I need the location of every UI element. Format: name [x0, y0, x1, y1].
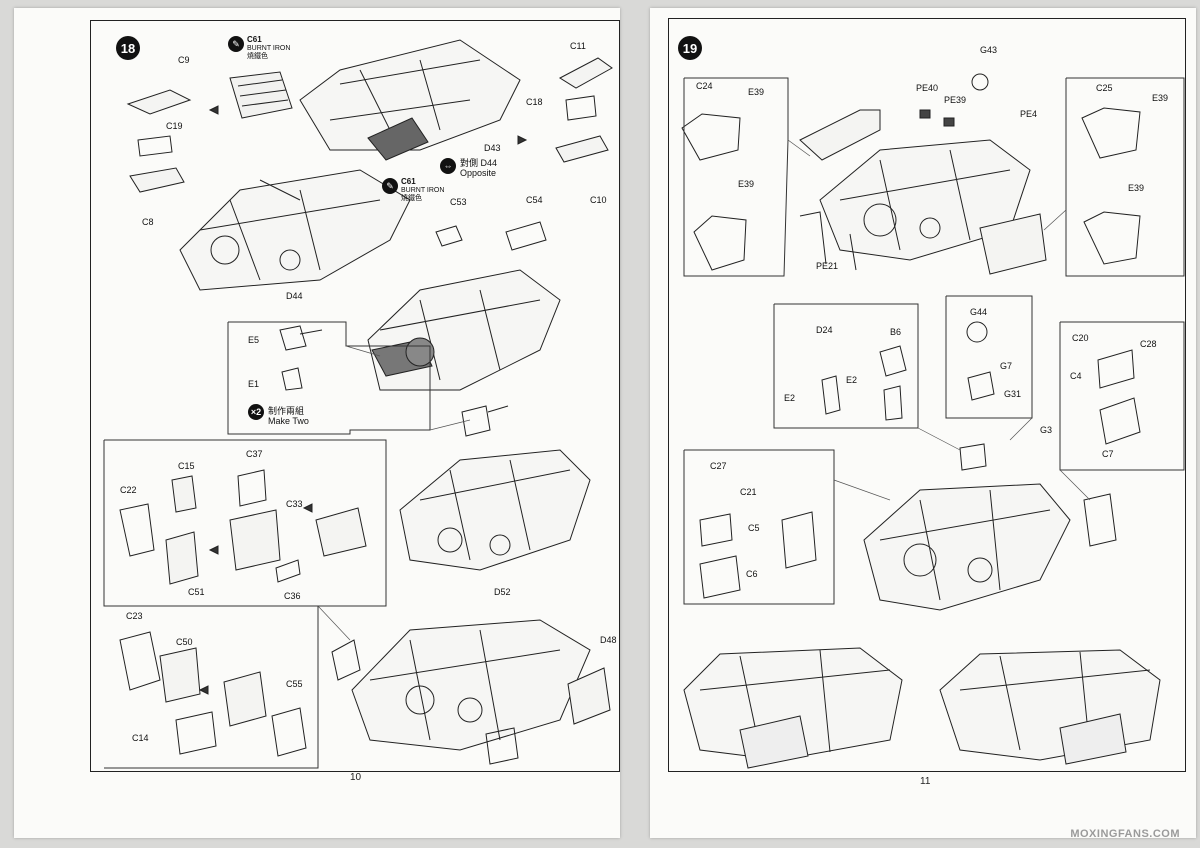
- make-two-badge: ×2: [248, 404, 264, 420]
- part-label: C33: [286, 499, 303, 509]
- paint-brush-icon: ✎: [382, 178, 398, 194]
- part-label: C20: [1072, 333, 1089, 343]
- part-label: E1: [248, 379, 260, 389]
- part-label: G31: [1004, 389, 1022, 399]
- part-label: C25: [1096, 83, 1113, 93]
- part-label: C23: [126, 611, 143, 621]
- step-19-frame: [668, 18, 1186, 772]
- part-label: G44: [970, 307, 988, 317]
- part-label: C21: [740, 487, 757, 497]
- part-label: C55: [286, 679, 303, 689]
- part-label: C4: [1070, 371, 1082, 381]
- part-label: C28: [1140, 339, 1157, 349]
- part-label: C6: [746, 569, 758, 579]
- make-two-en: Make Two: [268, 416, 309, 426]
- part-label: D52: [494, 587, 511, 597]
- part-label: C8: [142, 217, 154, 227]
- part-label: C53: [450, 197, 467, 207]
- part-label: C18: [526, 97, 543, 107]
- part-label: C5: [748, 523, 760, 533]
- part-label: C51: [188, 587, 205, 597]
- part-label: PE4: [1020, 109, 1038, 119]
- part-label: C14: [132, 733, 149, 743]
- part-label: C19: [166, 121, 183, 131]
- part-label: C10: [590, 195, 607, 205]
- opposite-part-label: 對側 D44: [460, 158, 498, 168]
- step-18-badge: 18: [116, 36, 140, 60]
- part-label: E39: [1152, 93, 1169, 103]
- page-number-left: 10: [350, 772, 362, 783]
- part-label: C37: [246, 449, 263, 459]
- part-label: G7: [1000, 361, 1013, 371]
- paint-name-cn: 燒鐵色: [401, 195, 422, 202]
- part-label: C54: [526, 195, 543, 205]
- part-label: E2: [784, 393, 796, 403]
- paint-callout-burnt-iron-1: ✎ C61 BURNT IRON 燒鐵色: [228, 36, 290, 61]
- part-label: D48: [600, 635, 617, 645]
- part-label: C36: [284, 591, 301, 601]
- site-watermark: MOXINGFANS.COM: [1070, 828, 1180, 840]
- part-label: E39: [748, 87, 765, 97]
- part-label: D44: [286, 291, 303, 301]
- part-label: C50: [176, 637, 193, 647]
- page-number-right: 11: [920, 776, 931, 787]
- paint-brush-icon: ✎: [228, 36, 244, 52]
- paint-callout-burnt-iron-2: ✎ C61 BURNT IRON 燒鐵色: [382, 178, 444, 203]
- double-arrow-icon: ⇔: [440, 158, 456, 174]
- paint-name-cn: 燒鐵色: [247, 53, 268, 60]
- paint-code: C61: [247, 35, 262, 44]
- part-label: C11: [570, 41, 586, 51]
- step-19-badge: 19: [678, 36, 702, 60]
- part-label: PE21: [816, 261, 839, 271]
- part-label: C27: [710, 461, 727, 471]
- part-label: PE39: [944, 95, 967, 105]
- part-label: E2: [846, 375, 858, 385]
- part-label: B6: [890, 327, 902, 337]
- part-label: C15: [178, 461, 195, 471]
- part-label: PE40: [916, 83, 939, 93]
- part-label: E5: [248, 335, 260, 345]
- part-label: C24: [696, 81, 713, 91]
- part-label: G3: [1040, 425, 1053, 435]
- make-two-cn: 制作兩組: [268, 406, 305, 416]
- paint-code: C61: [401, 177, 416, 186]
- paint-name: BURNT IRON: [401, 187, 445, 194]
- part-label: D43: [484, 143, 501, 153]
- part-label: E39: [738, 179, 755, 189]
- part-label: C9: [178, 55, 190, 65]
- part-label: G43: [980, 45, 998, 55]
- opposite-label: Opposite: [460, 168, 497, 178]
- part-label: C22: [120, 485, 137, 495]
- part-label: D24: [816, 325, 833, 335]
- paint-name: BURNT IRON: [247, 45, 291, 52]
- part-label: C7: [1102, 449, 1114, 459]
- part-label: E39: [1128, 183, 1145, 193]
- step-18-frame: [90, 20, 620, 772]
